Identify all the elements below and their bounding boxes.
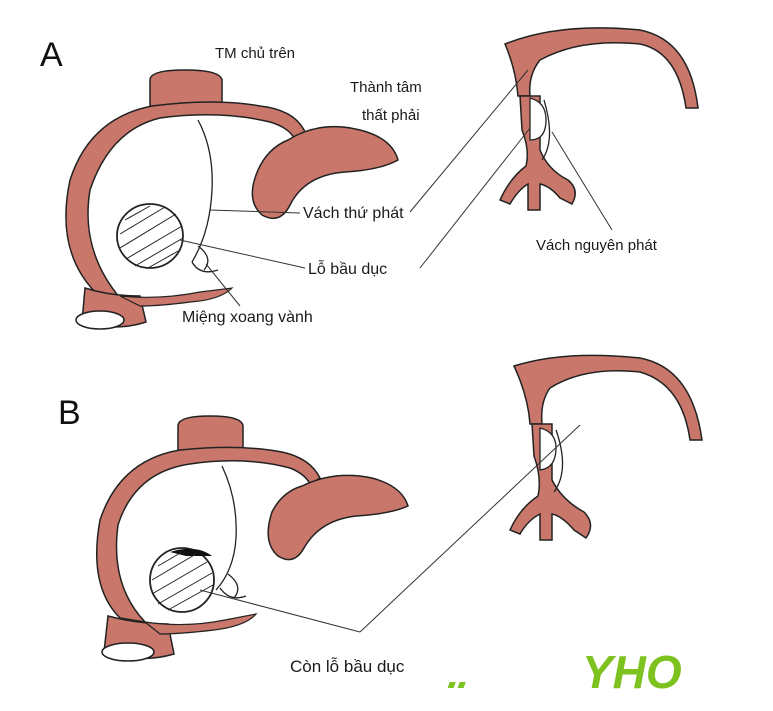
panel-b-letter: B bbox=[58, 394, 81, 432]
panel-a-foramen-ovale bbox=[116, 203, 184, 269]
logo-text: YHO bbox=[582, 646, 682, 698]
label-superior-vena-cava: TM chủ trên bbox=[215, 45, 295, 62]
panel-b: B Còn lỗ bầu dục bbox=[58, 354, 703, 676]
panel-a-septum-inset bbox=[498, 27, 699, 211]
label-coronary-sinus: Miệng xoang vành bbox=[182, 309, 313, 326]
label-ventricle-wall-line2: thất phải bbox=[362, 107, 420, 124]
panel-a-letter: A bbox=[40, 36, 63, 74]
panel-b-septum-inset bbox=[508, 354, 703, 541]
yho-logo: YHO bbox=[447, 646, 682, 698]
panel-a: A bbox=[40, 27, 699, 330]
label-septum-secundum: Vách thứ phát bbox=[303, 205, 404, 222]
label-patent-foramen-ovale: Còn lỗ bầu dục bbox=[290, 657, 405, 676]
panel-a-ivc-opening bbox=[75, 310, 125, 330]
label-septum-primum: Vách nguyên phát bbox=[536, 237, 658, 254]
panel-b-ivc-opening bbox=[101, 642, 155, 662]
panel-b-septum-secundum bbox=[215, 465, 237, 591]
panel-b-patent-foramen-ovale bbox=[149, 547, 215, 613]
label-ventricle-wall-line1: Thành tâm bbox=[350, 79, 422, 96]
panel-a-atrial-wall bbox=[65, 101, 306, 300]
panel-a-lower-wall bbox=[119, 287, 234, 307]
panel-a-coronary-sinus bbox=[191, 245, 219, 273]
panel-b-atrial-wall bbox=[95, 446, 321, 624]
logo-dot-1 bbox=[447, 682, 456, 688]
panel-a-septum-secundum bbox=[191, 119, 213, 263]
panel-a-ventricle-wall bbox=[251, 125, 399, 220]
panel-b-lower-wall bbox=[142, 613, 258, 635]
logo-dot-2 bbox=[457, 682, 466, 688]
label-foramen-ovale: Lỗ bầu dục bbox=[308, 259, 387, 278]
panel-b-leader-lines bbox=[199, 424, 581, 633]
panel-b-coronary-sinus bbox=[219, 573, 247, 599]
panel-a-leader-lines bbox=[179, 69, 613, 307]
panel-b-ventricle-wall bbox=[267, 474, 409, 561]
